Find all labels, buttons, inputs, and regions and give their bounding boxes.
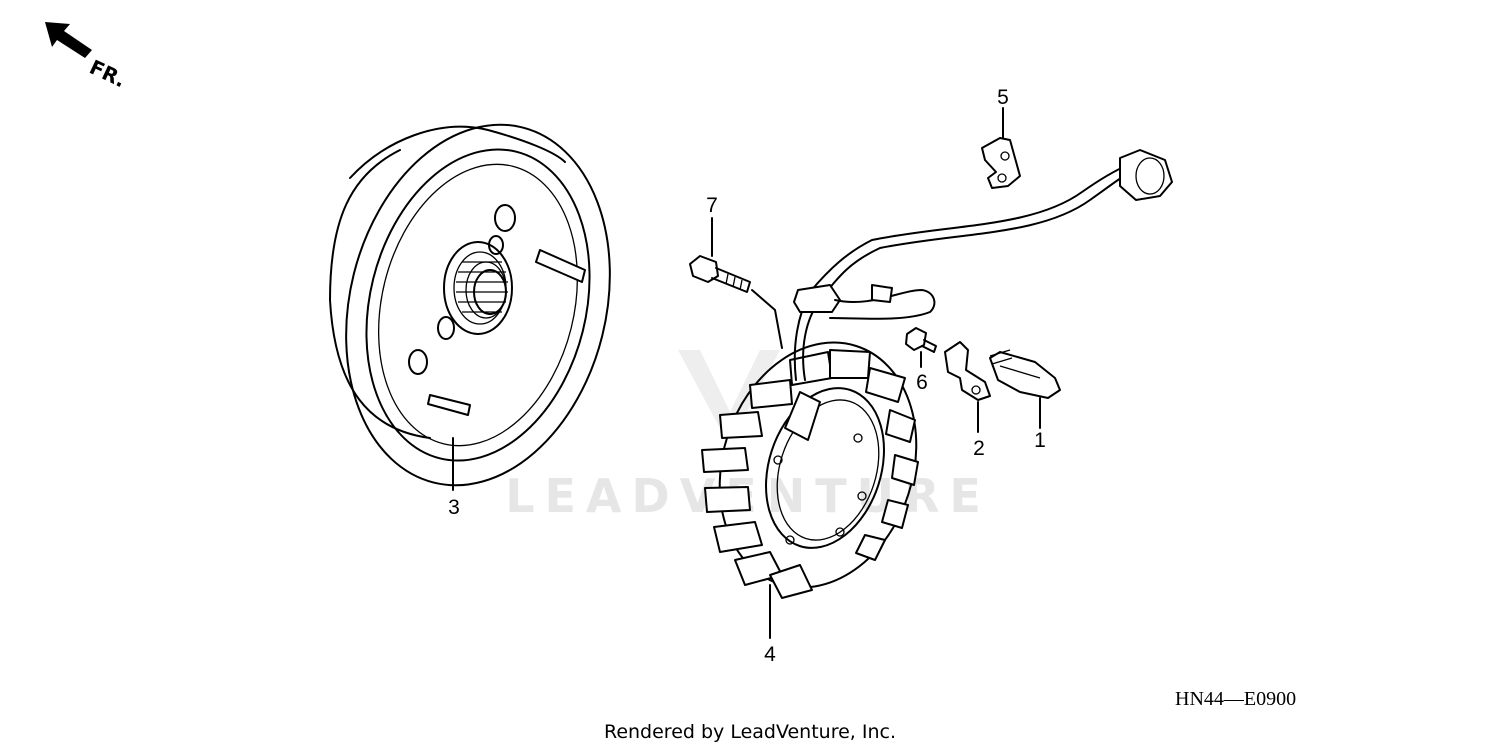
part-clamp[interactable] <box>944 341 991 433</box>
callout-5[interactable]: 5 <box>997 86 1009 109</box>
part-flywheel[interactable] <box>310 96 647 513</box>
callout-labels: 1 2 3 4 5 6 7 <box>448 86 1046 666</box>
footer-credit: Rendered by LeadVenture, Inc. <box>604 721 896 743</box>
callout-2[interactable]: 2 <box>973 437 985 460</box>
front-direction-indicator: FR. <box>45 22 130 92</box>
callout-3[interactable]: 3 <box>448 496 460 519</box>
part-bolt[interactable] <box>689 217 783 349</box>
watermark-logo-icon <box>678 350 780 432</box>
callout-4[interactable]: 4 <box>764 643 776 666</box>
callout-7[interactable]: 7 <box>706 194 718 217</box>
part-stator[interactable] <box>689 317 947 639</box>
callout-1[interactable]: 1 <box>1034 429 1046 452</box>
part-screw[interactable] <box>905 327 937 368</box>
front-arrow-icon <box>45 22 92 58</box>
callout-6[interactable]: 6 <box>916 371 928 394</box>
part-wire-harness <box>793 149 1173 381</box>
part-wire-clip[interactable] <box>981 107 1021 189</box>
diagram-code: HN44—E0900 <box>1175 688 1296 710</box>
front-label: FR. <box>86 55 130 92</box>
part-pulser-coil[interactable] <box>989 349 1061 429</box>
